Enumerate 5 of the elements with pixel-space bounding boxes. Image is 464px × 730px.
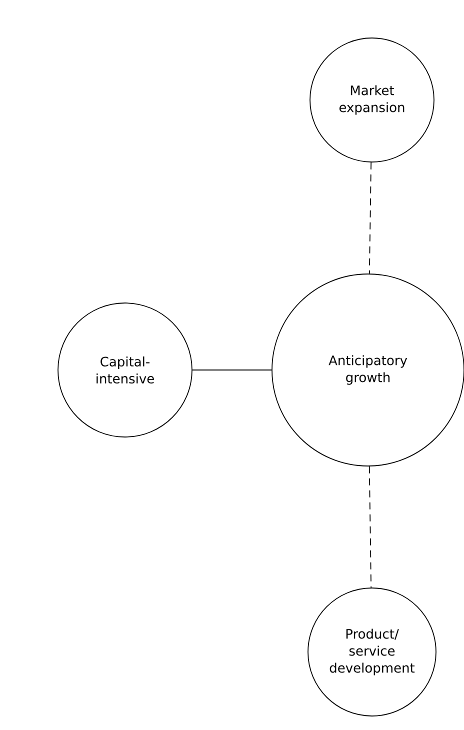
circle-node: Market expansion [310,38,434,162]
dashed-line [368,162,372,274]
circle-node: Capital-intensive [58,302,192,438]
circle-node: Product/service development [308,588,436,716]
dashed-line [368,466,372,588]
